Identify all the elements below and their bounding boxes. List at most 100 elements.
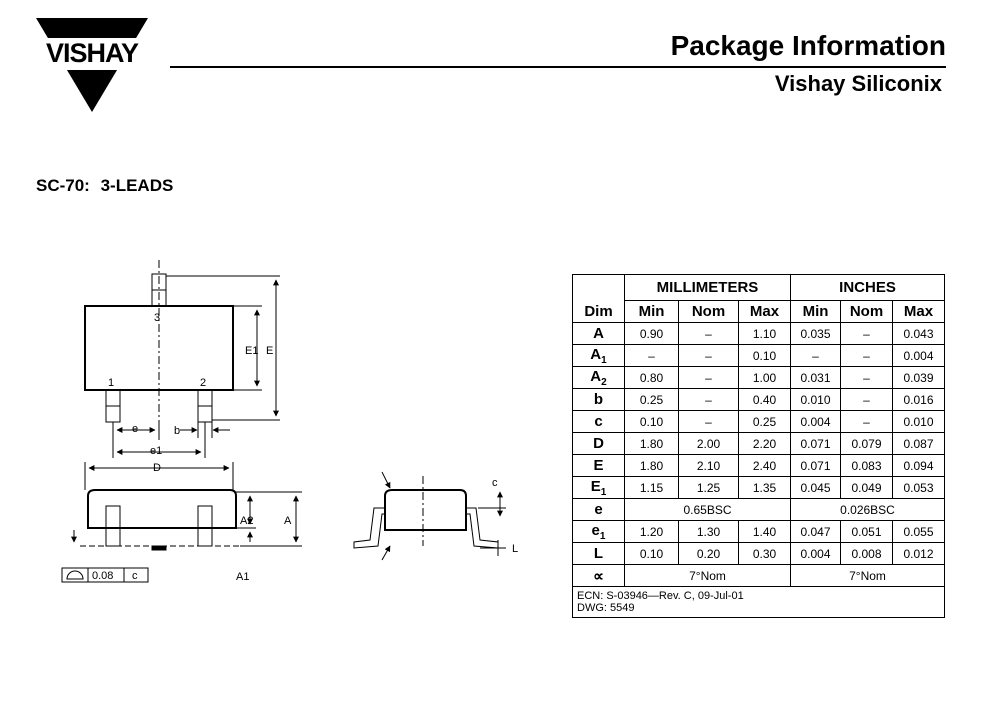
value-cell: 7°Nom [624, 564, 791, 587]
value-cell: 0.071 [790, 454, 841, 477]
value-cell: 0.049 [840, 476, 893, 499]
col-mm-nom: Nom [678, 300, 739, 323]
col-mm-min: Min [624, 300, 679, 323]
dim-D-label: D [153, 462, 161, 474]
dim-symbol: A [590, 367, 602, 385]
value-cell: 1.80 [624, 454, 679, 477]
value-cell: 0.004 [790, 542, 841, 565]
dim-E1-label: E1 [245, 345, 258, 357]
value-cell: 0.004 [790, 410, 841, 433]
dim-cell: A2 [572, 366, 625, 389]
dim-symbol: E [593, 457, 604, 474]
value-cell: 0.039 [892, 366, 945, 389]
dim-E-label: E [266, 345, 273, 357]
value-cell: 2.10 [678, 454, 739, 477]
dim-cell: c [572, 410, 625, 433]
value-cell: 7°Nom [790, 564, 945, 587]
dim-cell: E1 [572, 476, 625, 499]
dim-symbol: A [590, 345, 602, 363]
value-cell: 0.65BSC [624, 498, 791, 521]
value-cell: – [678, 366, 739, 389]
dim-A-label: A [284, 515, 292, 527]
value-cell: 0.010 [790, 388, 841, 411]
value-cell: 0.008 [840, 542, 893, 565]
value-cell: 0.016 [892, 388, 945, 411]
vishay-logo: VISHAY [36, 18, 148, 114]
dim-e1-label: e1 [150, 445, 162, 457]
package-drawing: 3 1 2 E1 E e b e1 D A2 A A1 c L 0.08 c [61, 260, 518, 583]
value-cell: 1.30 [678, 520, 739, 543]
package-name: SC-70: [36, 176, 90, 195]
dim-cell: e1 [572, 520, 625, 543]
value-cell: 0.90 [624, 322, 679, 345]
value-cell: 0.051 [840, 520, 893, 543]
dimension-table: MILLIMETERS INCHES Dim Min Nom Max Min N… [572, 274, 945, 619]
dim-symbol: D [593, 435, 604, 452]
header-rule [170, 66, 946, 68]
dim-subscript: 2 [601, 376, 607, 388]
col-in-nom: Nom [840, 300, 893, 323]
value-cell: – [678, 322, 739, 345]
value-cell: 0.079 [840, 432, 893, 455]
value-cell: – [790, 344, 841, 367]
value-cell: 0.012 [892, 542, 945, 565]
dim-cell: b [572, 388, 625, 411]
dim-cell: L [572, 542, 625, 565]
dim-b-label: b [174, 425, 180, 437]
value-cell: 2.20 [738, 432, 791, 455]
value-cell: – [840, 344, 893, 367]
dim-L-label: L [512, 543, 518, 555]
value-cell: 1.25 [678, 476, 739, 499]
dim-symbol: c [594, 413, 603, 430]
dim-symbol: A [593, 325, 604, 342]
value-cell: 0.083 [840, 454, 893, 477]
value-cell: – [840, 366, 893, 389]
dim-subscript: 1 [601, 354, 607, 366]
dim-cell: D [572, 432, 625, 455]
table-footer: ECN: S-03946—Rev. C, 09-Jul-01 DWG: 5549 [572, 585, 945, 619]
value-cell: 0.047 [790, 520, 841, 543]
value-cell: – [678, 344, 739, 367]
dim-e-label: e [132, 423, 138, 435]
value-cell: 0.045 [790, 476, 841, 499]
logo-text: VISHAY [45, 38, 139, 68]
col-in-max: Max [892, 300, 945, 323]
dim-symbol: e [591, 521, 600, 539]
value-cell: 0.10 [624, 542, 679, 565]
pin-1-label: 1 [108, 377, 114, 389]
value-cell: 0.25 [624, 388, 679, 411]
page-title: Package Information [670, 30, 946, 61]
value-cell: 0.094 [892, 454, 945, 477]
value-cell: 0.80 [624, 366, 679, 389]
value-cell: 0.20 [678, 542, 739, 565]
value-cell: – [678, 410, 739, 433]
dim-A2-label: A2 [240, 515, 253, 527]
dim-cell: e [572, 498, 625, 521]
package-leads: 3-LEADS [100, 176, 174, 195]
value-cell: 1.20 [624, 520, 679, 543]
value-cell: 0.043 [892, 322, 945, 345]
value-cell: 2.40 [738, 454, 791, 477]
col-in-min: Min [790, 300, 841, 323]
value-cell: 1.80 [624, 432, 679, 455]
value-cell: 0.071 [790, 432, 841, 455]
pin-2-label: 2 [200, 377, 206, 389]
value-cell: 1.15 [624, 476, 679, 499]
side-view-body [87, 489, 237, 529]
dim-subscript: 1 [600, 486, 607, 498]
dim-cell: ∝ [572, 564, 625, 587]
flatness-datum: c [132, 570, 138, 582]
dim-symbol: ∝ [593, 567, 604, 585]
dim-subscript: 1 [599, 530, 606, 542]
value-cell: 1.40 [738, 520, 791, 543]
